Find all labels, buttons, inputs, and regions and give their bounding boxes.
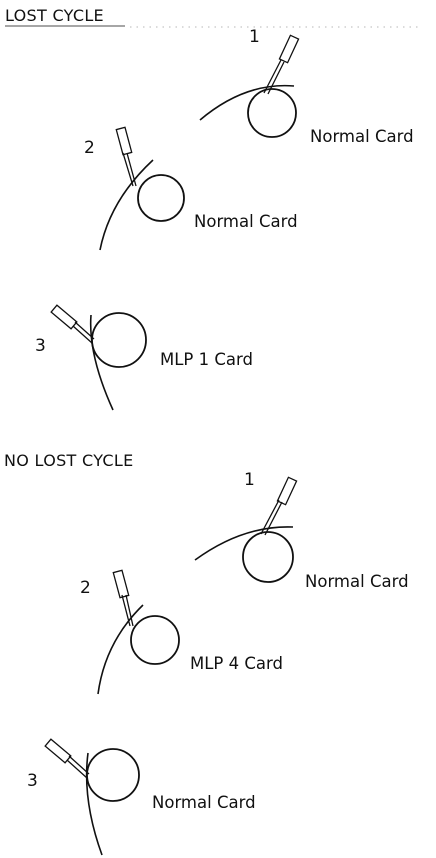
feed-step: 3 Normal Card [27,738,256,856]
step-number: 1 [249,27,260,47]
feed-step: 2 Normal Card [84,126,298,251]
card-label: MLP 1 Card [160,350,253,369]
feed-roller [130,615,180,665]
feed-step: 2 MLP 4 Card [80,569,283,695]
card-label: Normal Card [194,212,298,231]
feed-roller [247,88,297,138]
card-label: Normal Card [152,793,256,812]
feed-step: 1 Normal Card [194,470,409,591]
step-number: 3 [27,771,38,791]
section-heading: LOST CYCLE [5,6,104,25]
feed-step: 1 Normal Card [199,27,414,146]
step-number: 2 [80,578,91,598]
card-label: Normal Card [310,127,414,146]
card-path-curve [97,604,144,695]
card-path-curve [85,752,103,856]
card-path-curve [194,526,294,561]
card-label: Normal Card [305,572,409,591]
sensing-brush-icon [112,569,134,627]
card-path-curve [199,84,295,121]
card-path-curve [89,314,114,411]
section-heading: NO LOST CYCLE [4,451,134,470]
sensing-brush-icon [260,476,298,536]
sensing-brush-icon [115,126,137,187]
section-lost-cycle: LOST CYCLE 1 Normal Card 2 Normal Card [5,6,420,411]
section-no-lost-cycle: NO LOST CYCLE 1 Normal Card 2 MLP 4 Card [4,451,409,856]
step-number: 1 [244,470,255,490]
card-label: MLP 4 Card [190,654,283,673]
feed-roller [86,748,140,802]
step-number: 2 [84,138,95,158]
feed-roller [91,312,147,368]
feed-roller [242,531,294,583]
feed-step: 3 MLP 1 Card [35,304,253,411]
card-path-curve [99,159,154,251]
step-number: 3 [35,336,46,356]
sensing-brush-icon [50,304,95,344]
feed-roller [137,174,185,222]
sensing-brush-icon [44,738,90,779]
sensing-brush-icon [263,34,300,95]
